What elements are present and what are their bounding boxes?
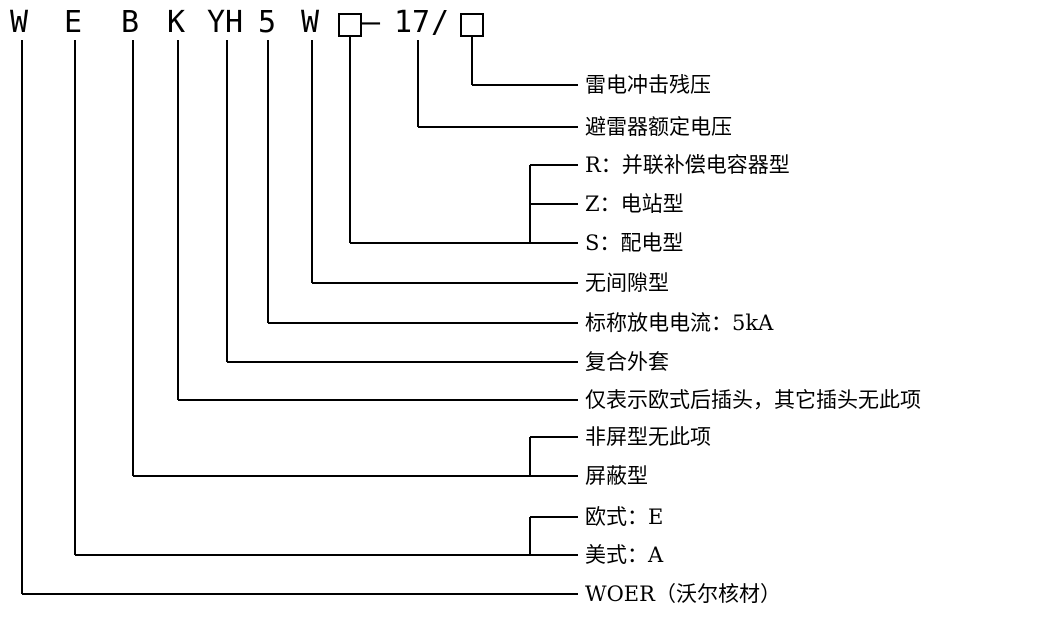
code-separator-dash: — <box>362 5 381 40</box>
label-nominal-discharge-current: 标称放电电流：5kA <box>585 311 774 335</box>
label-type-s-distribution: S：配电型 <box>585 231 684 255</box>
placeholder-box-residual <box>460 13 484 37</box>
label-gapless-type: 无间隙型 <box>585 271 669 295</box>
code-segment-yh: YH <box>207 5 244 40</box>
label-european-rear-plug-only: 仅表示欧式后插头，其它插头无此项 <box>585 388 921 412</box>
label-type-r-shunt-compensation-capacitor: R：并联补偿电容器型 <box>585 153 790 177</box>
code-segment-w2: W <box>301 5 320 40</box>
code-segment-w1: W <box>10 5 29 40</box>
code-rated-voltage: 17 <box>394 5 431 40</box>
code-segment-b: B <box>121 5 140 40</box>
code-separator-slash: / <box>431 5 450 40</box>
label-composite-housing: 复合外套 <box>585 350 669 374</box>
label-american-standard-a: 美式：A <box>585 543 664 567</box>
placeholder-box-type <box>338 13 362 37</box>
label-arrester-rated-voltage: 避雷器额定电压 <box>585 115 732 139</box>
code-segment-k: K <box>167 5 186 40</box>
label-type-z-power-station: Z：电站型 <box>585 192 684 216</box>
code-segment-e: E <box>64 5 83 40</box>
label-woer-brand: WOER（沃尔核材） <box>585 582 781 606</box>
label-european-standard-e: 欧式：E <box>585 505 664 529</box>
label-non-shielded-omitted: 非屏型无此项 <box>585 425 711 449</box>
label-shielded-type: 屏蔽型 <box>585 464 648 488</box>
code-segment-5: 5 <box>258 5 277 40</box>
label-lightning-impulse-residual-voltage: 雷电冲击残压 <box>585 73 711 97</box>
